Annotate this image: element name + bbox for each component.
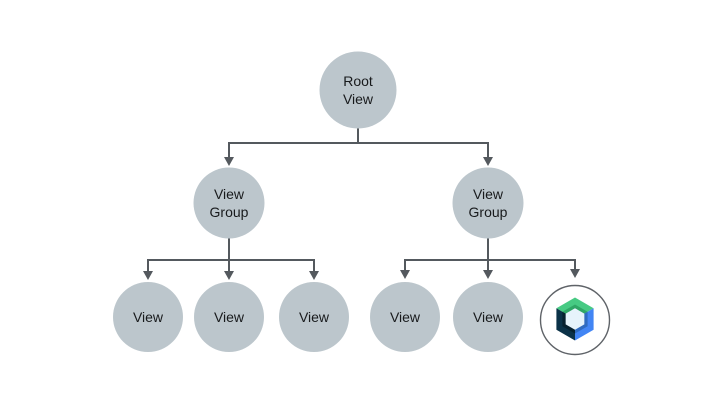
node-root-view — [319, 51, 397, 129]
node-label-view-group-left: View Group — [209, 186, 249, 220]
arrow-down-icon — [224, 271, 234, 280]
arrow-down-icon — [483, 270, 493, 279]
arrow-down-icon — [400, 270, 410, 279]
node-view-3 — [279, 282, 349, 352]
connector-left-viewgroup-to-views — [143, 238, 319, 280]
node-label-view-3: View — [298, 309, 330, 325]
arrow-down-icon — [309, 271, 319, 280]
node-label-view-5: View — [472, 309, 504, 325]
arrow-down-icon — [483, 157, 493, 166]
arrow-down-icon — [224, 157, 234, 166]
node-label-root-view: Root View — [342, 73, 374, 107]
node-view-4 — [370, 282, 440, 352]
node-label-view-group-right: View Group — [468, 186, 508, 220]
node-view-group-right — [452, 167, 524, 239]
node-view-2 — [194, 282, 264, 352]
connector-root-to-viewgroups — [224, 128, 493, 166]
node-view-group-left — [193, 167, 265, 239]
arrow-down-icon — [143, 271, 153, 280]
node-view-1 — [113, 282, 183, 352]
node-view-5 — [453, 282, 523, 352]
node-label-view-4: View — [389, 309, 421, 325]
node-label-view-2: View — [213, 309, 245, 325]
connector-right-viewgroup-to-views — [400, 238, 580, 279]
arrow-down-icon — [570, 269, 580, 278]
jetpack-compose-logo-icon — [539, 284, 611, 356]
node-label-view-1: View — [132, 309, 164, 325]
